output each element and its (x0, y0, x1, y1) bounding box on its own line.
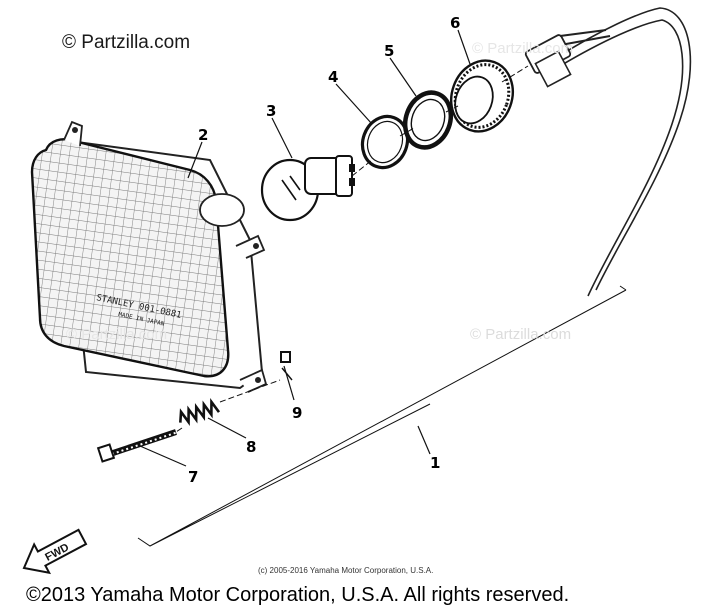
callout-4: 4 (328, 68, 338, 86)
seal-ring (360, 114, 410, 170)
callout-7: 7 (188, 468, 198, 486)
callout-8: 8 (246, 438, 256, 456)
socket-cover (450, 59, 514, 133)
callout-9: 9 (292, 404, 302, 422)
callout-2: 2 (198, 126, 208, 144)
copyright-small: (c) 2005-2016 Yamaha Motor Corporation, … (258, 566, 434, 575)
spring (179, 398, 221, 426)
callout-1: 1 (430, 454, 440, 472)
nut (280, 351, 293, 381)
callout-6: 6 (450, 14, 460, 32)
retaining-ring (402, 90, 454, 150)
leader-lines (139, 29, 471, 467)
callout-3: 3 (266, 102, 276, 120)
watermark-faint-left: © Partzilla.com (66, 326, 168, 343)
group-bracket (137, 285, 627, 547)
headlight-unit: STANLEY 001-0881 MADE IN JAPAN (30, 120, 268, 393)
bulb (260, 155, 355, 222)
callout-5: 5 (384, 42, 394, 60)
assembly-lines (175, 65, 529, 433)
wire-connector (524, 29, 611, 88)
wire-harness (555, 7, 692, 291)
copyright-main: ©2013 Yamaha Motor Corporation, U.S.A. A… (26, 584, 570, 606)
fwd-arrow-icon: FWD (22, 528, 88, 575)
watermark-faint-top-right: © Partzilla.com (472, 40, 574, 57)
adjusting-screw (96, 429, 179, 463)
watermark-faint-right: © Partzilla.com (470, 326, 572, 343)
watermark-top-left: © Partzilla.com (62, 32, 191, 53)
